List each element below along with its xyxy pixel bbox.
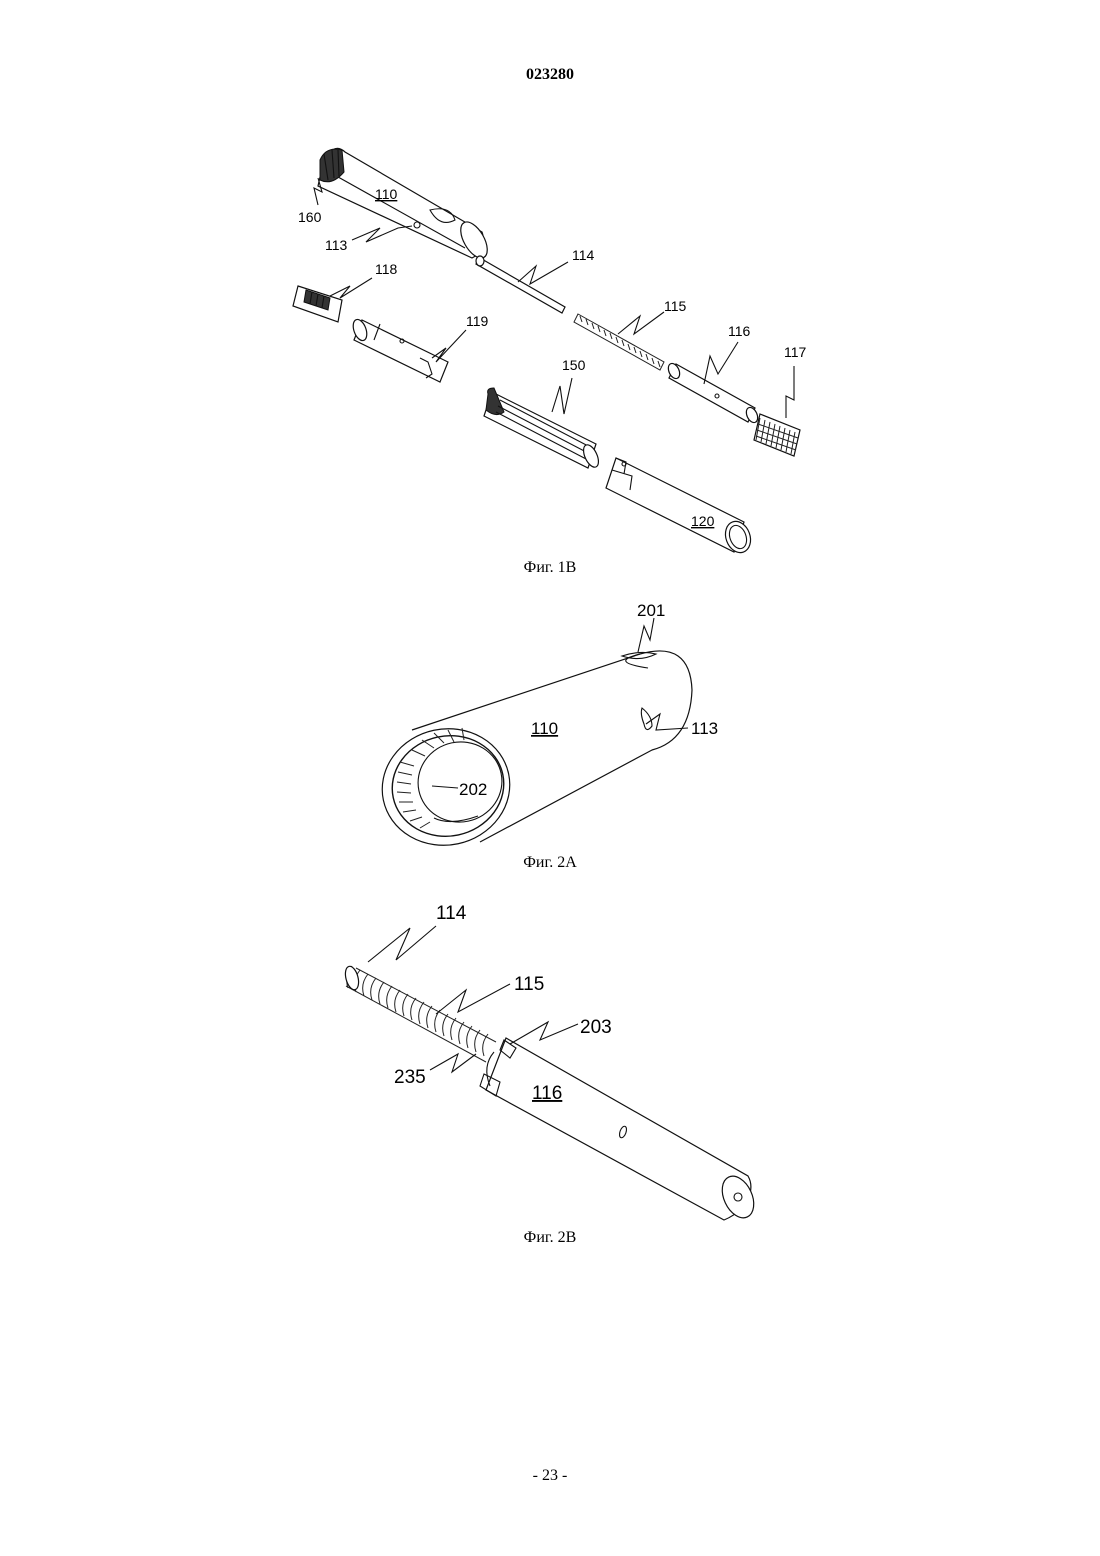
leader-116 [704, 342, 738, 384]
label-160: 160 [298, 209, 322, 225]
label-116-2b: 116 [532, 1083, 562, 1104]
part-120-shell [606, 458, 755, 556]
figure-2b-drawing: 114 115 203 235 116 [0, 890, 1100, 1230]
figure-2a-drawing: 201 110 113 202 [0, 590, 1100, 890]
leader-115-2b [436, 984, 510, 1014]
caption-figure-2b: Фиг. 2B [0, 1229, 1100, 1247]
label-113-2a: 113 [691, 719, 718, 738]
label-202: 202 [459, 780, 487, 799]
label-110: 110 [375, 186, 398, 202]
label-120: 120 [691, 513, 715, 529]
page-number: - 23 - [0, 1467, 1100, 1485]
part-150-assembly [484, 388, 602, 469]
leader-114-2b [368, 926, 436, 962]
part-118 [293, 286, 342, 322]
part-119-sleeve [351, 318, 448, 382]
label-201: 201 [637, 601, 665, 620]
spring-115 [343, 965, 496, 1062]
label-119: 119 [466, 313, 489, 329]
label-203: 203 [580, 1017, 612, 1038]
leader-150 [552, 378, 572, 414]
label-110-2a: 110 [531, 719, 558, 738]
leader-115 [618, 312, 664, 334]
label-114-2b: 114 [436, 903, 467, 924]
leader-113 [352, 226, 412, 242]
label-235: 235 [394, 1067, 426, 1088]
leader-235 [430, 1054, 476, 1072]
leader-203 [510, 1022, 578, 1044]
leader-201 [638, 618, 654, 652]
label-113: 113 [325, 237, 348, 253]
part-117-coil [754, 414, 800, 456]
part-114-rod [476, 256, 565, 313]
leader-118 [330, 278, 372, 298]
label-117: 117 [784, 344, 807, 360]
label-150: 150 [562, 357, 586, 373]
part-116-tube [666, 362, 760, 425]
figure-1b-drawing: 160 110 113 118 119 114 115 116 117 150 … [0, 0, 1100, 600]
leader-117 [786, 366, 794, 418]
label-115: 115 [664, 298, 687, 314]
label-115-2b: 115 [514, 974, 544, 995]
tube-116 [480, 1038, 760, 1223]
label-118: 118 [375, 261, 398, 277]
leader-114 [518, 262, 568, 284]
label-116: 116 [728, 323, 751, 339]
caption-figure-2a: Фиг. 2A [0, 854, 1100, 872]
caption-figure-1b: Фиг. 1B [0, 559, 1100, 577]
label-114: 114 [572, 247, 595, 263]
